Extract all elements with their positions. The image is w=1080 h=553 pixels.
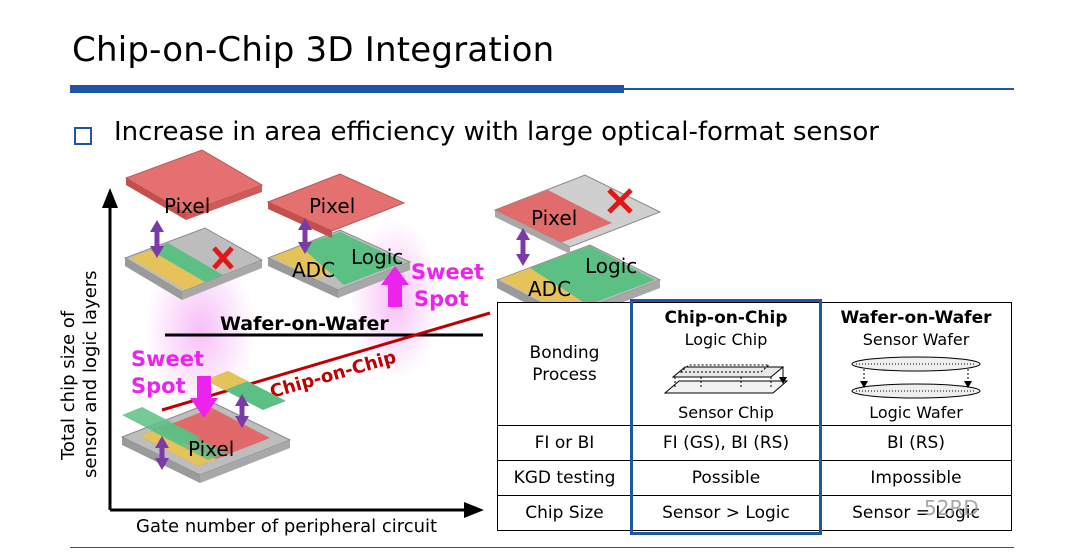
wafer-on-wafer-label: Wafer-on-Wafer: [220, 313, 389, 335]
chip2-adc-label: ADC: [292, 258, 335, 282]
row-label: FI or BI: [497, 425, 632, 461]
chip1-pixel-label: Pixel: [164, 194, 210, 218]
y-axis: [102, 188, 118, 510]
stack-arrow-4a-icon: [155, 436, 169, 470]
page-title: Chip-on-Chip 3D Integration: [72, 30, 555, 70]
stack-arrow-4b-icon: [235, 394, 249, 428]
chip2-pixel-label: Pixel: [309, 194, 355, 218]
bonding-label-line2: Process: [532, 365, 597, 385]
bullet-text: Increase in area efficiency with large o…: [114, 117, 879, 147]
chip-on-chip-line: [161, 311, 491, 412]
footer-rule: [70, 547, 1014, 548]
wow-logic-wafer-label: Logic Wafer: [869, 403, 963, 422]
chip4-pixel-label: Pixel: [188, 437, 234, 461]
wow-value: Sensor = Logic: [820, 495, 1012, 531]
coc-header: Chip-on-Chip: [664, 308, 788, 328]
chip-stack-2: Pixel ADC Logic: [266, 173, 412, 298]
sweet-spot-2-line1: Sweet: [411, 260, 484, 284]
sweet-spot-up-arrow-icon: [381, 266, 409, 307]
reject-cross-icon-1: [212, 246, 234, 270]
stack-arrow-2-icon: [298, 218, 312, 254]
chip2-logic-label: Logic: [351, 245, 403, 269]
wow-value: BI (RS): [820, 425, 1012, 461]
bullet-square-icon: [74, 127, 92, 145]
bonding-label-cell: Bonding Process: [497, 302, 632, 426]
coc-value: Possible: [631, 460, 821, 496]
chip-on-chip-highlight-frame: [630, 299, 822, 535]
title-underline: [70, 85, 624, 93]
y-axis-label-1: Total chip size of: [58, 310, 79, 461]
coc-sensor-chip-label: Sensor Chip: [678, 403, 774, 422]
chip3-pixel-label: Pixel: [531, 206, 577, 230]
sweet-spot-1-line2: Spot: [131, 374, 186, 398]
stack-arrow-1-icon: [150, 220, 164, 258]
sweet-spot-2-line2: Spot: [414, 287, 469, 311]
chip3-logic-label: Logic: [585, 254, 637, 278]
chip-stack-3: Pixel Logic ADC: [493, 174, 662, 324]
sweet-spot-down-arrow-icon: [190, 376, 218, 418]
row-label: KGD testing: [497, 460, 632, 496]
wow-bonding-cell: Wafer-on-Wafer Sensor Wafer Logic Wafer: [820, 302, 1012, 426]
table-row-bonding: Bonding Process Chip-on-Chip Logic Chip …: [497, 302, 1012, 426]
bonding-label-line1: Bonding: [529, 343, 600, 363]
wow-value: Impossible: [820, 460, 1012, 496]
wow-header: Wafer-on-Wafer: [840, 308, 992, 328]
wafer-bonding-illustration-icon: [851, 356, 981, 399]
coc-logic-chip-label: Logic Chip: [684, 330, 768, 349]
title-underline-thin: [624, 88, 1014, 90]
x-axis: [110, 502, 484, 518]
x-axis-label: Gate number of peripheral circuit: [136, 516, 437, 537]
wow-sensor-wafer-label: Sensor Wafer: [862, 330, 970, 349]
chip-stack-1: Pixel: [123, 149, 264, 300]
watermark: 52RD: [924, 496, 979, 520]
y-axis-label-2: sensor and logic layers: [80, 270, 101, 478]
table-row: KGD testing Possible Impossible: [497, 460, 1012, 496]
chip3-adc-label: ADC: [528, 277, 571, 301]
chip-stack-4: Pixel: [120, 371, 292, 483]
chip-bonding-illustration-icon: [663, 364, 789, 394]
stack-arrow-3-icon: [516, 228, 530, 266]
reject-cross-icon-3: [607, 188, 633, 214]
sweet-spot-1-line1: Sweet: [131, 347, 204, 371]
row-label: Chip Size: [497, 495, 632, 531]
